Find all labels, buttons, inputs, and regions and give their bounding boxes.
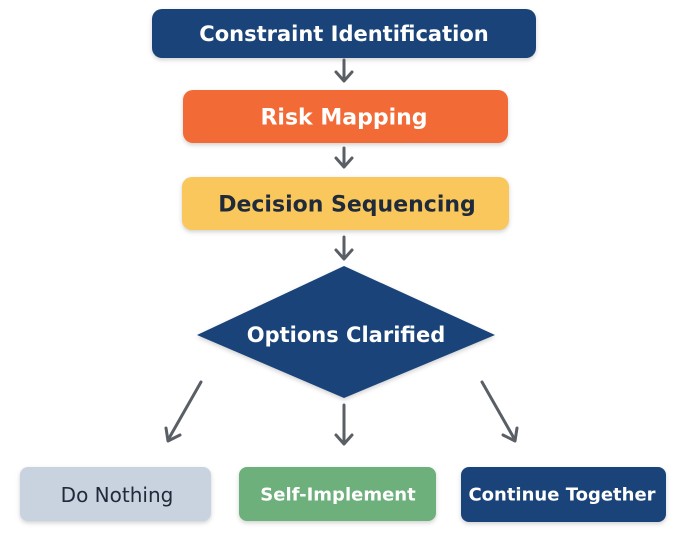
node-constraint-identification-label: Constraint Identification	[199, 22, 488, 46]
node-decision-sequencing-label: Decision Sequencing	[218, 193, 476, 218]
arrow-options-to-self-implement	[334, 403, 354, 446]
node-constraint-identification: Constraint Identification	[152, 9, 536, 58]
node-continue-together: Continue Together	[461, 467, 666, 522]
node-risk-mapping-box	[183, 90, 508, 143]
arrow-options-to-continue-together	[480, 380, 519, 443]
node-self-implement-box	[239, 467, 436, 521]
node-options-clarified-label: Options Clarified	[247, 323, 446, 347]
node-do-nothing-label: Do Nothing	[61, 483, 174, 507]
arrow-sequencing-to-options	[334, 235, 354, 261]
node-do-nothing: Do Nothing	[20, 467, 211, 521]
node-options-clarified-diamond	[197, 266, 495, 398]
node-decision-sequencing-box	[182, 177, 509, 230]
node-constraint-identification-box	[152, 9, 536, 58]
node-do-nothing-box	[20, 467, 211, 521]
node-risk-mapping-label: Risk Mapping	[260, 106, 427, 131]
node-options-clarified: Options Clarified	[197, 266, 495, 398]
node-risk-mapping: Risk Mapping	[183, 90, 508, 143]
arrow-options-to-do-nothing	[164, 380, 203, 443]
node-continue-together-box	[461, 467, 666, 522]
arrow-risk-to-sequencing	[334, 146, 354, 169]
node-self-implement-label: Self-Implement	[260, 485, 416, 506]
node-decision-sequencing: Decision Sequencing	[182, 177, 509, 230]
node-continue-together-label: Continue Together	[468, 485, 655, 506]
arrow-constraint-to-risk	[334, 58, 354, 83]
node-self-implement: Self-Implement	[239, 467, 436, 521]
